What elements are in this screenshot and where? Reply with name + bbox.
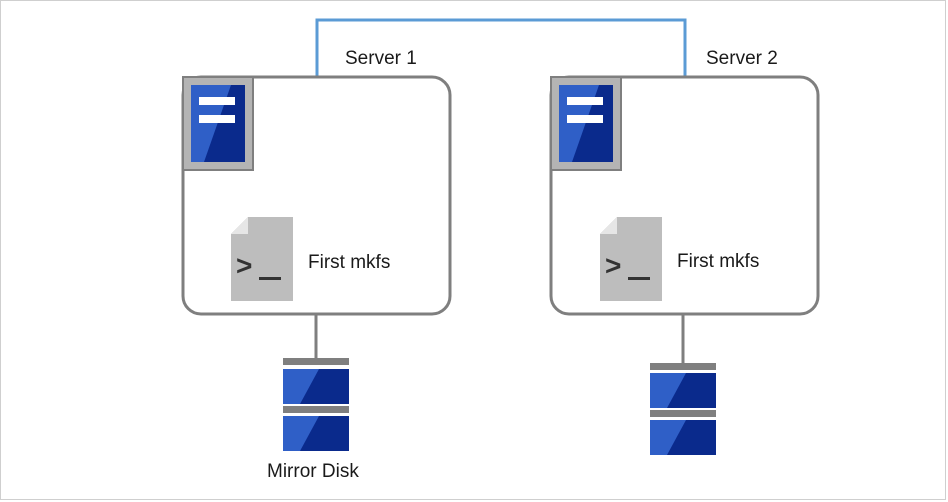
- svg-text:>: >: [236, 250, 252, 281]
- server-1-name: Server 1: [345, 48, 417, 69]
- server-2-script-label: First mkfs: [677, 251, 759, 272]
- disk-icon: [283, 358, 349, 451]
- server-2-name: Server 2: [706, 48, 778, 69]
- server-2-group: Server 2 > First mkfs: [549, 48, 820, 455]
- terminal-script-icon: >: [600, 217, 662, 301]
- server-1-script-label: First mkfs: [308, 252, 390, 273]
- server-icon: [182, 76, 254, 171]
- server-1-disk-label: Mirror Disk: [267, 461, 359, 482]
- network-line: [315, 18, 687, 77]
- server-icon: [550, 76, 622, 171]
- terminal-script-icon: >: [231, 217, 293, 301]
- disk-icon: [650, 363, 716, 455]
- server-1-group: Server 1 > First mkfs Mirror: [181, 48, 452, 482]
- svg-text:>: >: [605, 250, 621, 281]
